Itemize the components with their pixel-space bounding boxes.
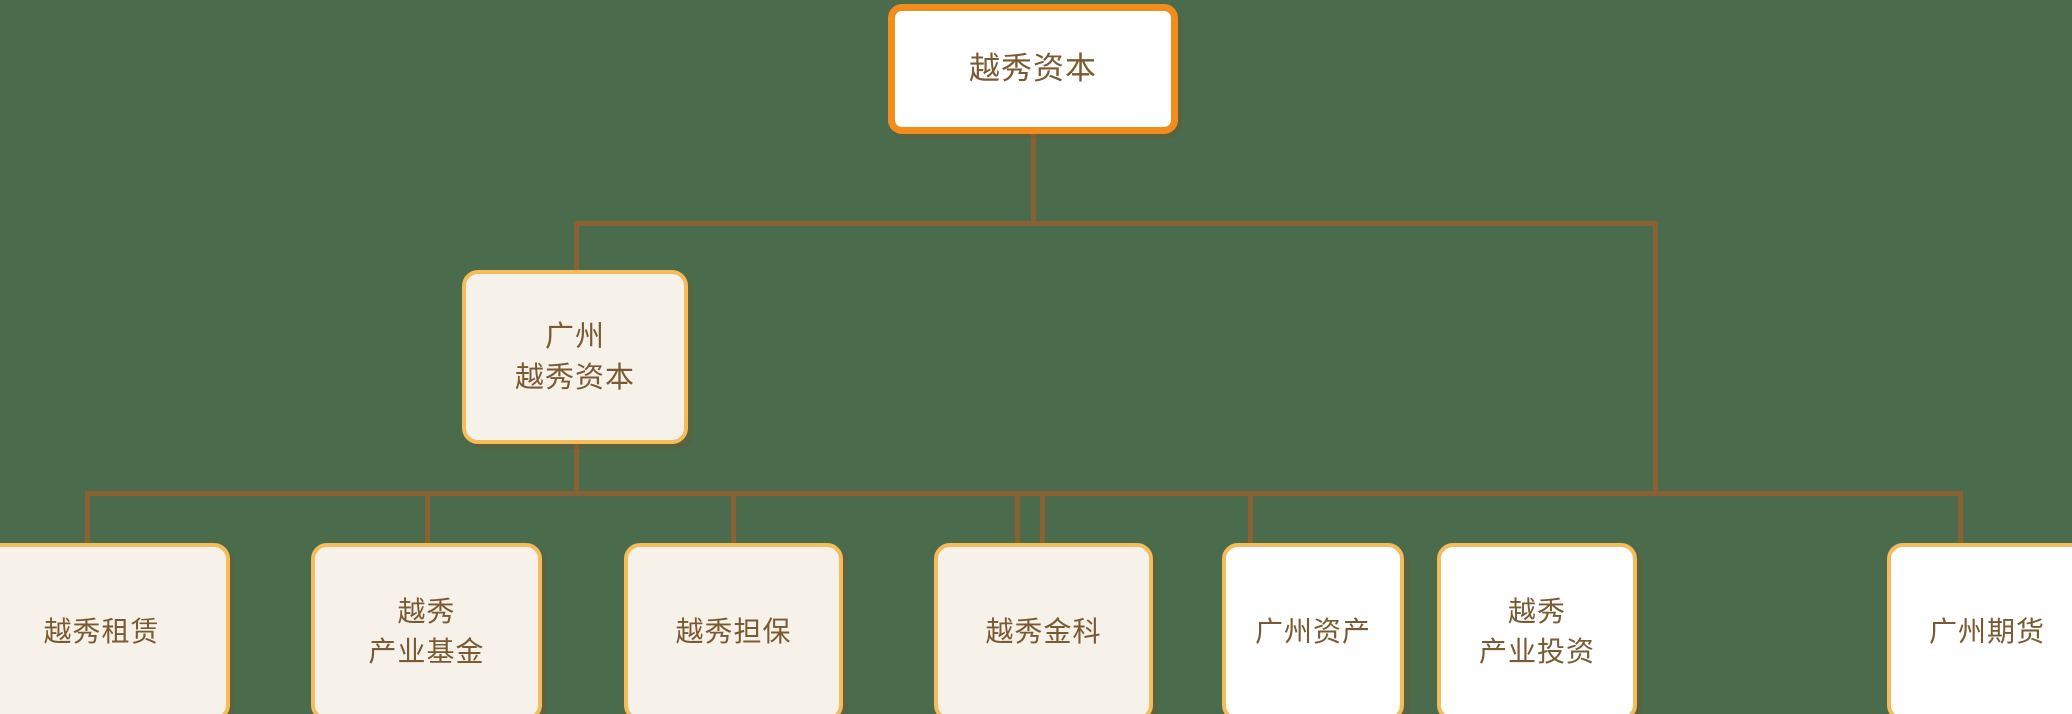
connector-root-stem [1031,133,1036,225]
connector-left-group-bar [85,491,1045,496]
connector-drop-left-2 [425,491,430,544]
connector-drop-left-1 [85,491,90,544]
node-yuexiu-leasing[interactable]: 越秀租赁 [0,543,230,714]
node-guangzhou-assets[interactable]: 广州资产 [1222,543,1404,714]
connector-root-bar [574,221,1658,226]
node-yuexiu-industry-fund[interactable]: 越秀 产业基金 [311,543,542,714]
connector-to-mid-node [574,221,579,273]
connector-mid-stem [574,444,579,496]
connector-drop-right-1 [1015,491,1020,544]
connector-drop-right-2 [1248,491,1253,544]
connector-to-right-group [1653,221,1658,496]
node-root-yuexiu-capital[interactable]: 越秀资本 [888,4,1178,134]
connector-right-group-bar [1015,491,1963,496]
node-yuexiu-guarantee[interactable]: 越秀担保 [624,543,843,714]
node-guangzhou-futures[interactable]: 广州期货 [1887,543,2072,714]
connector-drop-right-3 [1958,491,1963,544]
connector-drop-left-4 [1040,491,1045,544]
node-guangzhou-yuexiu-capital[interactable]: 广州 越秀资本 [462,270,688,444]
node-yuexiu-industrial-investment[interactable]: 越秀 产业投资 [1437,543,1637,714]
node-yuexiu-jinke[interactable]: 越秀金科 [934,543,1153,714]
connector-drop-left-3 [731,491,736,544]
